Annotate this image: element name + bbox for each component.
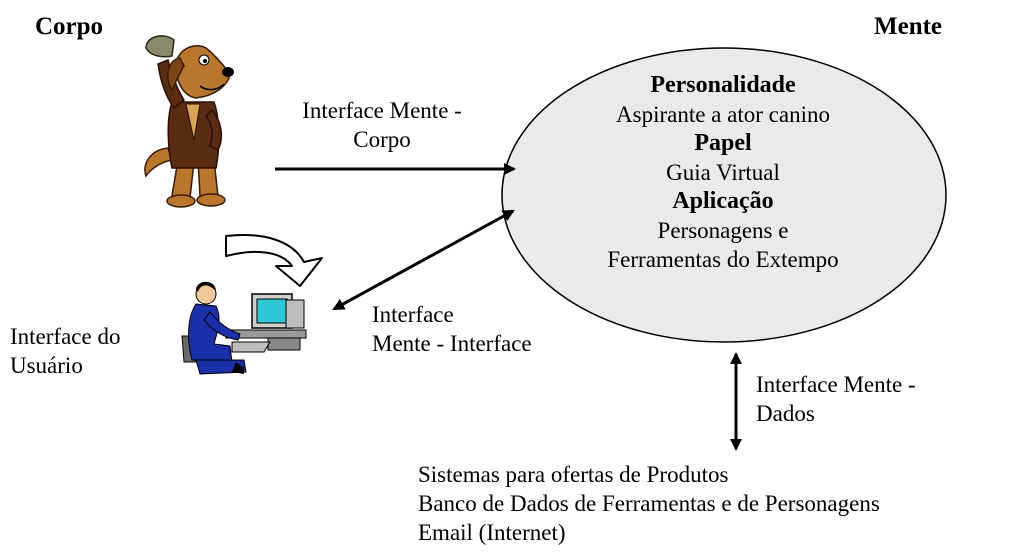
dog-character-icon (144, 35, 234, 208)
data-systems-list: Sistemas para ofertas de Produtos Banco … (418, 460, 880, 547)
role-value: Guia Virtual (666, 160, 780, 185)
data-system-item: Sistemas para ofertas de Produtos (418, 462, 729, 487)
data-system-item: Email (Internet) (418, 520, 566, 545)
personality-heading: Personalidade (650, 72, 796, 98)
mind-data-label: Interface Mente - Dados (756, 370, 916, 428)
body-heading: Corpo (35, 13, 104, 40)
mind-ellipse (501, 47, 947, 343)
application-value-line1: Personagens e (657, 218, 789, 243)
mind-interface-label-line1: Interface (372, 302, 454, 327)
user-at-computer-icon (181, 281, 307, 375)
mind-body-label-line2: Corpo (353, 127, 411, 152)
data-system-item: Banco de Dados de Ferramentas e de Perso… (418, 491, 880, 516)
role-heading: Papel (694, 130, 752, 156)
application-heading: Aplicação (672, 188, 774, 214)
mind-data-label-line1: Interface Mente - (756, 372, 916, 397)
curved-arrow-icon (225, 234, 323, 287)
personality-value: Aspirante a ator canino (616, 102, 830, 127)
mind-body-label-line1: Interface Mente - (302, 98, 462, 123)
user-interface-label-line1: Interface do (10, 324, 121, 349)
user-interface-label: Interface do Usuário (10, 322, 120, 380)
mind-interface-arrow (332, 209, 515, 311)
mind-data-label-line2: Dados (756, 401, 815, 426)
user-interface-label-line2: Usuário (10, 353, 83, 378)
mind-interface-label-line2: Mente - Interface (372, 331, 532, 356)
mind-interface-label: Interface Mente - Interface (372, 300, 532, 358)
application-value-line2: Ferramentas do Extempo (607, 247, 839, 272)
mind-content: Personalidade Aspirante a ator canino Pa… (502, 50, 944, 340)
mind-heading: Mente (874, 13, 943, 40)
mind-body-label: Interface Mente - Corpo (282, 96, 482, 154)
